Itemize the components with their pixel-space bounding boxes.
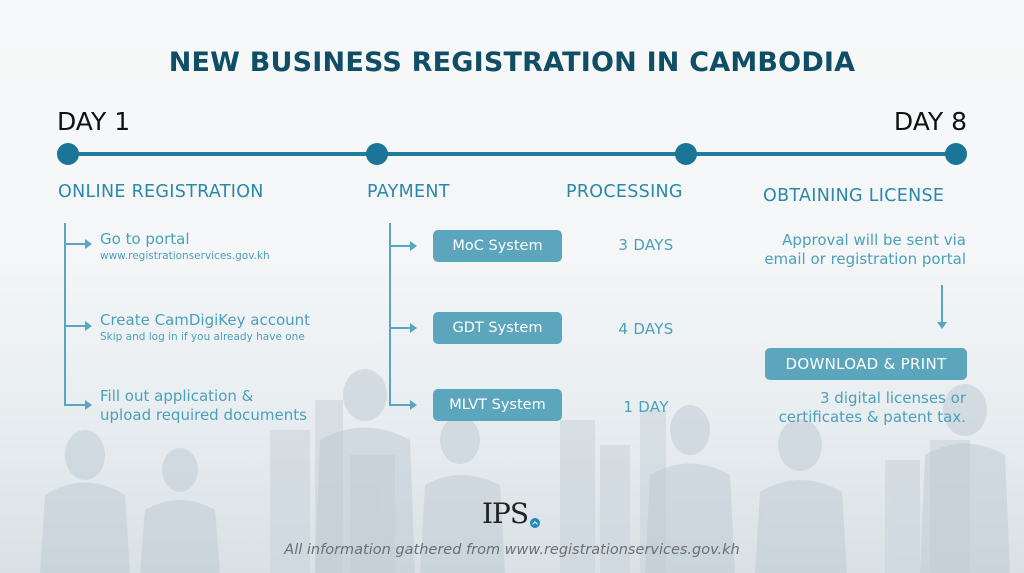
ips-logo: IPS <box>482 497 529 530</box>
arrow-right-icon <box>85 239 92 249</box>
step-go-to-portal-url: www.registrationservices.gov.kh <box>100 250 270 262</box>
moc-processing-duration: 3 DAYS <box>618 236 674 254</box>
step-fill-application-line1: Fill out application & <box>100 387 254 405</box>
moc-system-box: MoC System <box>433 230 562 262</box>
gdt-system-box: GDT System <box>433 312 562 344</box>
arrow-right-icon <box>85 400 92 410</box>
source-footnote: All information gathered from www.regist… <box>284 542 740 558</box>
timeline-dot-processing <box>675 143 697 165</box>
mlvt-processing-duration: 1 DAY <box>623 398 669 416</box>
ips-logo-chevron-icon <box>530 518 540 528</box>
arrow-right-icon <box>410 323 417 333</box>
licenses-text-line1: 3 digital licenses or <box>820 389 966 407</box>
payment-connector <box>389 223 391 406</box>
arrow-right-icon <box>85 321 92 331</box>
arrow-down-icon <box>937 322 947 329</box>
step-go-to-portal-title: Go to portal <box>100 230 190 248</box>
phase-heading-processing: PROCESSING <box>566 182 683 202</box>
download-print-box: DOWNLOAD & PRINT <box>765 348 967 380</box>
online-registration-connector <box>64 223 66 406</box>
down-arrow-shaft <box>941 285 943 323</box>
step-camdigikey-title: Create CamDigiKey account <box>100 311 311 329</box>
step-camdigikey-note: Skip and log in if you already have one <box>100 331 305 343</box>
approval-text-line1: Approval will be sent via <box>782 231 966 249</box>
arrow-right-icon <box>410 400 417 410</box>
moc-connector <box>389 245 411 247</box>
timeline-dot-payment <box>366 143 388 165</box>
approval-text-line2: email or registration portal <box>764 250 966 268</box>
page-title: NEW BUSINESS REGISTRATION IN CAMBODIA <box>168 47 856 78</box>
timeline-end-label: DAY 8 <box>893 107 967 136</box>
gdt-processing-duration: 4 DAYS <box>618 320 674 338</box>
mlvt-system-box: MLVT System <box>433 389 562 421</box>
phase-heading-obtaining-license: OBTAINING LICENSE <box>763 186 945 206</box>
timeline-dot-online-registration <box>57 143 79 165</box>
timeline-line <box>68 152 956 156</box>
step-fill-application-line2: upload required documents <box>100 406 307 424</box>
timeline-start-label: DAY 1 <box>57 107 131 136</box>
licenses-text-line2: certificates & patent tax. <box>778 408 966 426</box>
mlvt-connector <box>389 404 411 406</box>
step-3-connector <box>64 404 86 406</box>
timeline-dot-obtaining-license <box>945 143 967 165</box>
step-1-connector <box>64 243 86 245</box>
arrow-right-icon <box>410 241 417 251</box>
step-2-connector <box>64 325 86 327</box>
phase-heading-online-registration: ONLINE REGISTRATION <box>58 182 264 202</box>
gdt-connector <box>389 327 411 329</box>
phase-heading-payment: PAYMENT <box>367 182 450 202</box>
